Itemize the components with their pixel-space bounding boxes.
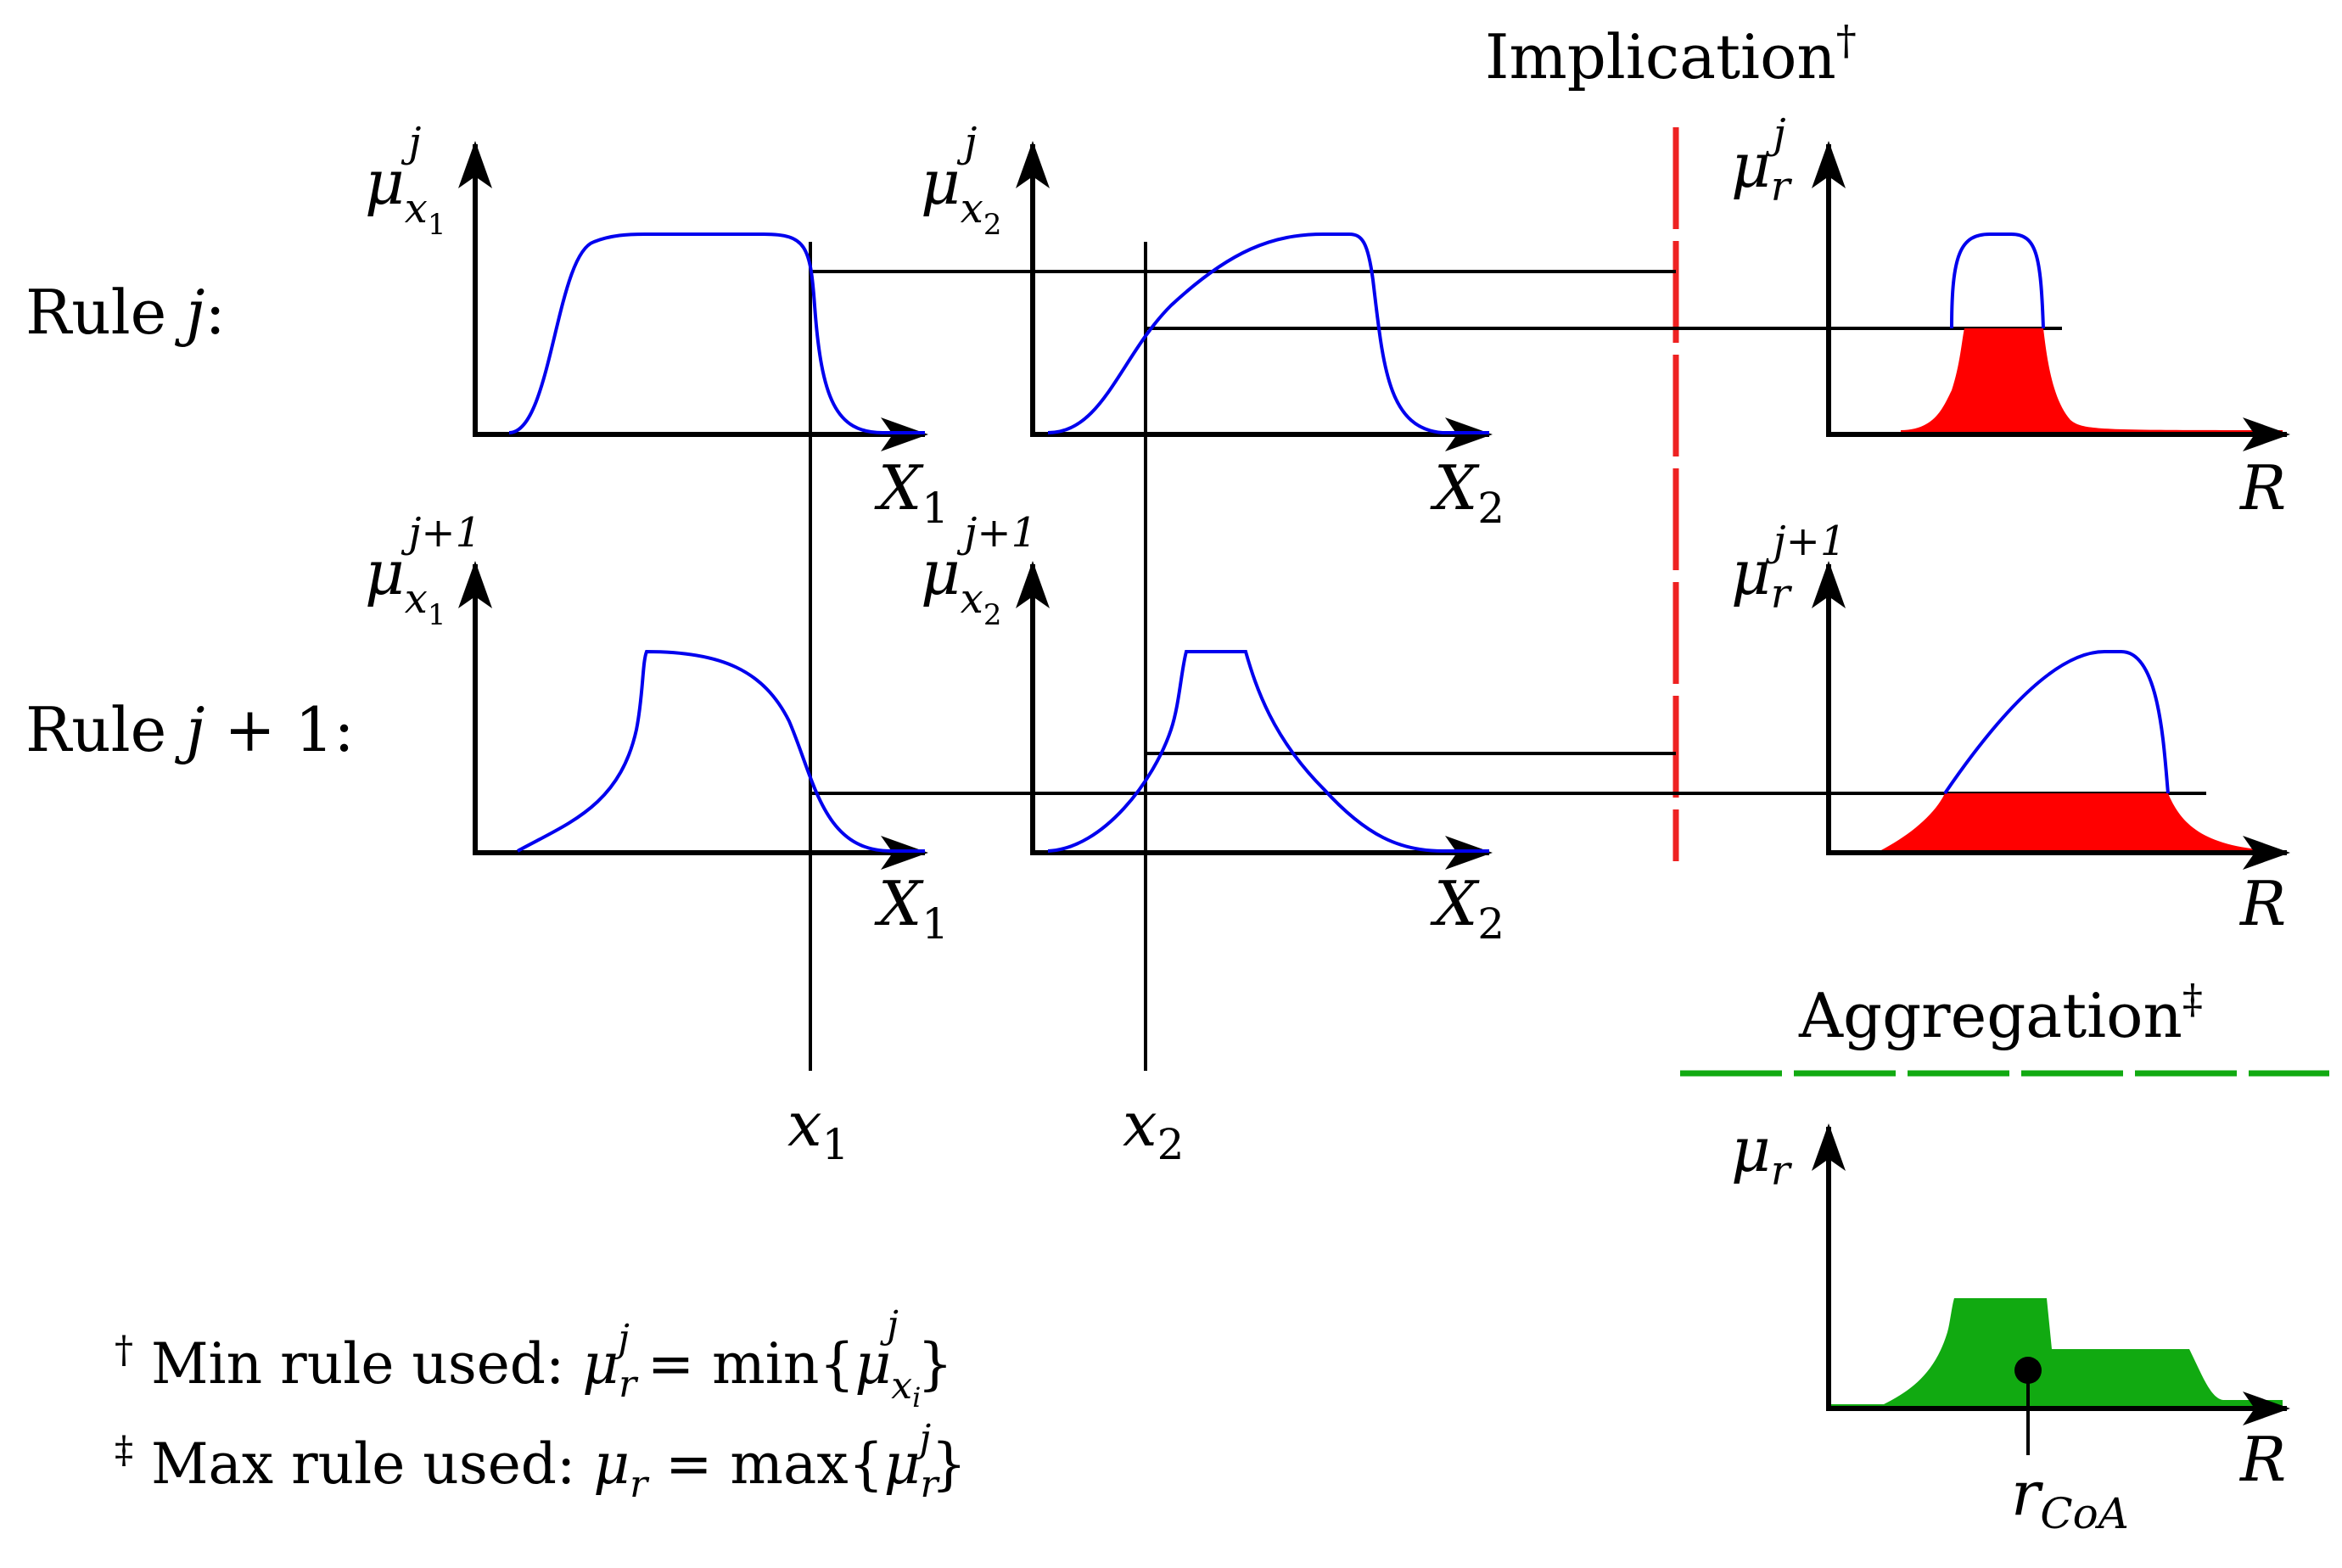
- X1-axis-label: X1: [874, 868, 949, 949]
- R-axis-label: R: [2238, 452, 2286, 524]
- plot-rule-j1-r: [1812, 561, 2290, 870]
- membership-curve: [517, 649, 925, 853]
- membership-curve: [1943, 650, 2170, 795]
- plot-rule-j-x2: [1016, 141, 1493, 451]
- X1-axis-label: X1: [874, 452, 949, 533]
- mu-x2-j1-label: μx2j+1: [921, 509, 1037, 632]
- plot-rule-j-x1: [458, 141, 928, 451]
- mu-x1-j-label: μx1j: [365, 119, 446, 242]
- rule-j1-label: Rule j + 1:: [25, 694, 355, 765]
- X2-axis-label: X2: [1430, 452, 1504, 533]
- membership-curve: [1950, 232, 2045, 329]
- implication-fill: [1880, 793, 2283, 853]
- plot-rule-j1-x2: [1016, 561, 1493, 870]
- mu-x1-j1-label: μx1j+1: [365, 509, 481, 632]
- membership-curve: [1047, 232, 1489, 434]
- mu-r-j-label: μrj: [1731, 110, 1793, 210]
- aggregated-area: [1831, 1298, 2283, 1408]
- implication-title: Implication†: [1485, 17, 1857, 92]
- x2-input-label: x2: [1123, 1089, 1184, 1169]
- R-axis-label: R: [2238, 1424, 2286, 1495]
- X2-axis-label: X2: [1430, 868, 1504, 949]
- mu-r-j1-label: μrj+1: [1731, 518, 1846, 618]
- implication-fill: [1901, 328, 2283, 434]
- r-coa-label: rCoA: [2011, 1458, 2129, 1538]
- plot-rule-j-r: [1812, 141, 2290, 451]
- aggregation-title: Aggregation‡: [1798, 976, 2203, 1051]
- footnote-min-rule: † Min rule used: μrj = min{μxij}: [115, 1303, 953, 1414]
- centroid-point: [2014, 1357, 2042, 1384]
- footnote-max-rule: ‡ Max rule used: μr = max{μrj}: [115, 1417, 966, 1506]
- membership-curve: [1047, 650, 1489, 853]
- rule-j-label: Rule j:: [25, 277, 226, 348]
- membership-curve: [508, 232, 925, 434]
- plot-aggregation: [1812, 1123, 2290, 1455]
- R-axis-label: R: [2238, 868, 2286, 939]
- plot-rule-j1-x1: [458, 561, 928, 870]
- mu-r-label: μr: [1731, 1114, 1793, 1195]
- mu-x2-j-label: μx2j: [921, 119, 1002, 242]
- x1-input-label: x1: [787, 1089, 849, 1169]
